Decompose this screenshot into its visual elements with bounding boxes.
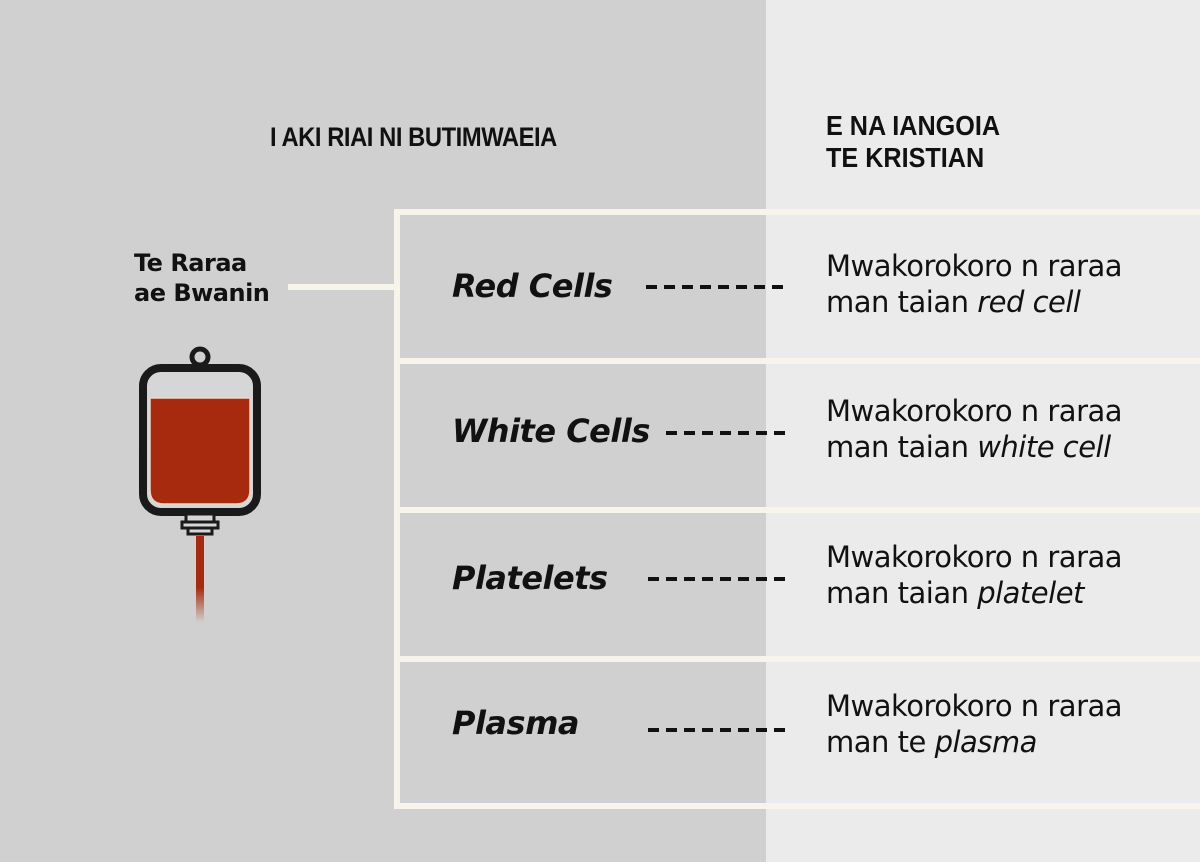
left-panel-background bbox=[0, 0, 766, 862]
whole-blood-label-line2: ae Bwanin bbox=[134, 279, 270, 307]
component-name: Plasma bbox=[452, 704, 580, 742]
component-description: Mwakorokoro n raraa man taian red cell bbox=[826, 249, 1123, 319]
component-name: Red Cells bbox=[452, 267, 613, 305]
row-divider bbox=[394, 507, 1200, 513]
row-divider bbox=[394, 803, 1200, 809]
connector-line bbox=[288, 284, 398, 290]
component-row-platelets: Platelets Mwakorokoro n raraa man taian … bbox=[394, 513, 1200, 659]
right-column-header: E NA IANGOIA TE KRISTIAN bbox=[826, 110, 1000, 174]
row-divider bbox=[394, 358, 1200, 364]
dashed-connector bbox=[648, 577, 788, 581]
component-description: Mwakorokoro n raraa man taian white cell bbox=[826, 394, 1123, 464]
component-row-plasma: Plasma Mwakorokoro n raraa man te plasma bbox=[394, 662, 1200, 808]
component-description: Mwakorokoro n raraa man te plasma bbox=[826, 689, 1123, 759]
row-divider bbox=[394, 209, 1200, 215]
component-row-white-cells: White Cells Mwakorokoro n raraa man taia… bbox=[394, 364, 1200, 510]
dashed-connector bbox=[666, 431, 788, 435]
right-panel-background bbox=[766, 0, 1200, 862]
component-name: White Cells bbox=[452, 412, 650, 450]
dashed-connector bbox=[646, 285, 788, 289]
blood-bag-icon bbox=[139, 346, 261, 622]
component-description: Mwakorokoro n raraa man taian platelet bbox=[826, 540, 1123, 610]
left-column-header: I AKI RIAI NI BUTIMWAEIA bbox=[270, 122, 557, 152]
right-header-line2: TE KRISTIAN bbox=[826, 142, 985, 173]
dashed-connector bbox=[648, 728, 788, 732]
component-row-red-cells: Red Cells Mwakorokoro n raraa man taian … bbox=[394, 215, 1200, 361]
whole-blood-label: Te Raraa ae Bwanin bbox=[134, 248, 270, 308]
row-divider bbox=[394, 656, 1200, 662]
component-name: Platelets bbox=[452, 559, 608, 597]
right-header-line1: E NA IANGOIA bbox=[826, 110, 1001, 141]
whole-blood-label-line1: Te Raraa bbox=[134, 249, 247, 277]
